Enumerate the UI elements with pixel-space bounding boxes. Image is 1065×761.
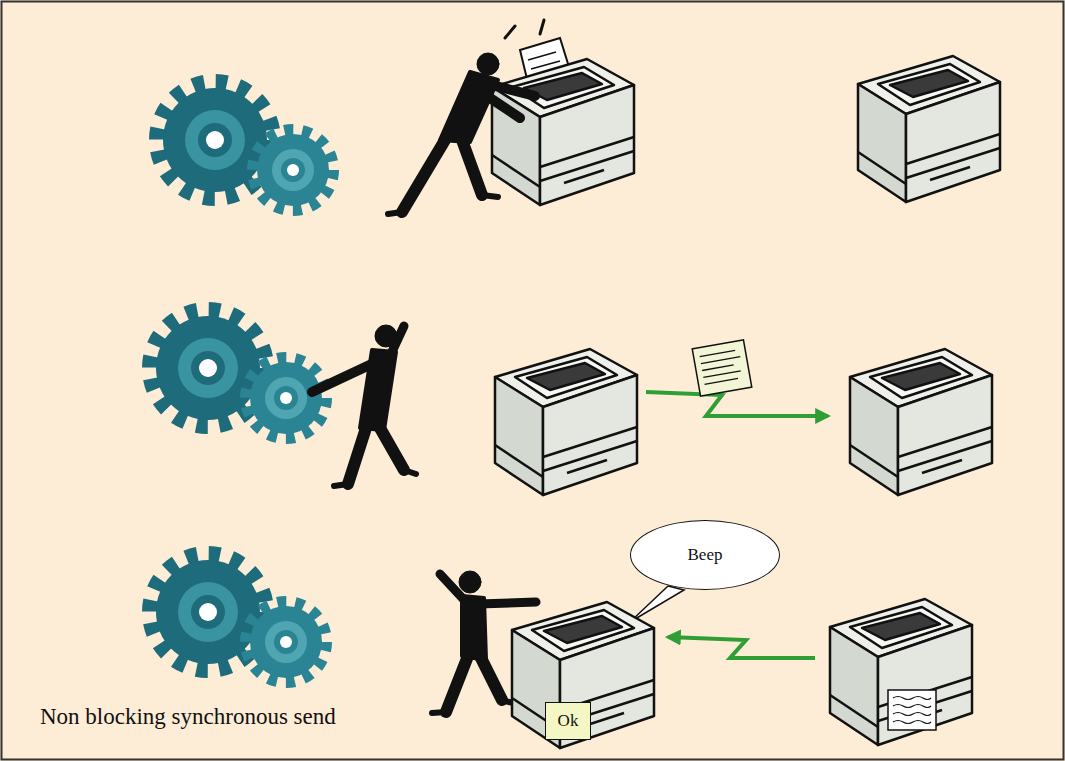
receiver-fax [850,349,992,495]
sender-fax [492,38,634,205]
gear-pair [150,554,326,682]
receiver-fax [858,56,1000,202]
working-man [312,325,416,486]
node-text: Beep [688,545,723,565]
receiver-fax [830,599,972,745]
sent-page [692,340,752,396]
reply-arrow [668,637,815,658]
bubble-tail [630,586,684,622]
paper-slip: Ok [545,702,591,740]
sender-fax [512,602,654,748]
sender-fax [495,349,637,495]
gear-pair [157,82,333,210]
worried-man [388,20,544,214]
node-text: Ok [558,711,579,731]
caption-text: Non blocking synchronous send [40,704,336,730]
gear-pair [150,310,326,438]
speech-bubble: Beep [630,520,780,590]
transfer-arrow [646,392,828,416]
